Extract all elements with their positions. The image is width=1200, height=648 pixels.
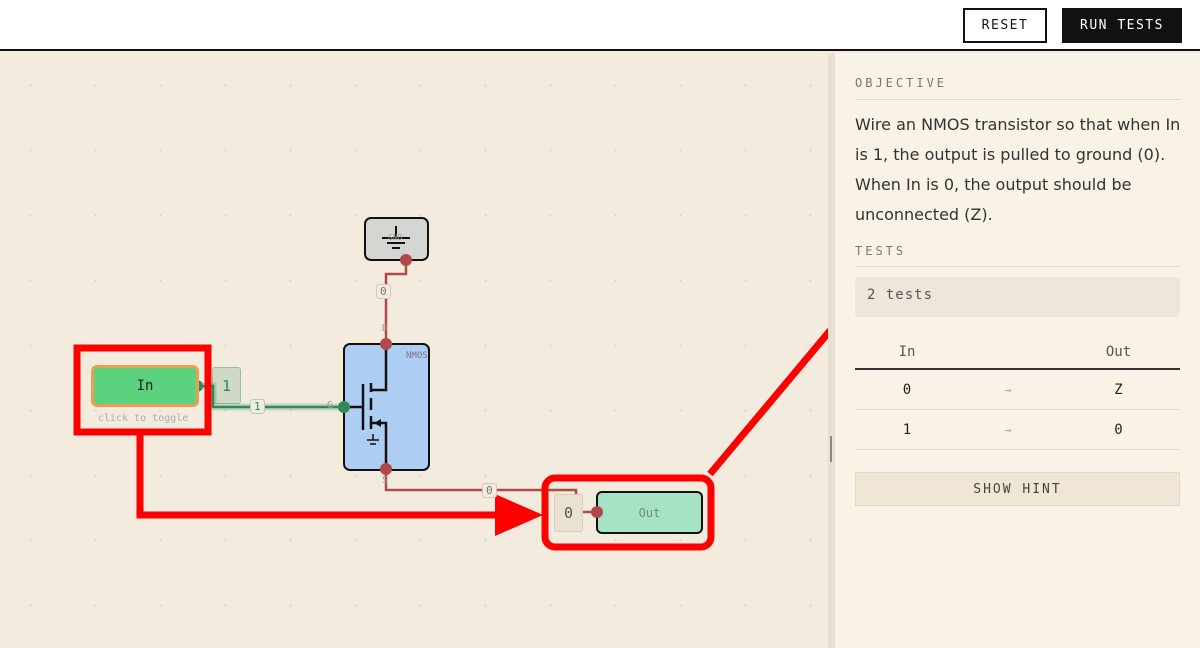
pin-g-label: G	[327, 400, 334, 411]
col-out: Out	[1105, 343, 1132, 360]
divider	[855, 99, 1180, 100]
source-pin[interactable]	[380, 463, 392, 475]
cell-out: 0	[1114, 421, 1123, 438]
side-panel: OBJECTIVE Wire an NMOS transistor so tha…	[835, 53, 1200, 648]
col-in: In	[898, 343, 916, 360]
pin-d-label: D	[382, 323, 389, 334]
input-value-badge: 1	[212, 367, 241, 404]
arrow-icon: →	[1004, 422, 1012, 437]
ground-icon	[382, 226, 410, 249]
grip-icon	[830, 436, 832, 462]
gnd-pin[interactable]	[400, 254, 412, 266]
top-bar: RESET RUN TESTS	[0, 0, 1200, 51]
gnd-label: GND	[388, 233, 403, 242]
arrow-icon: →	[1004, 382, 1012, 397]
table-row: 1 → 0	[855, 410, 1180, 450]
wire-label-gnd-drain: 0	[376, 284, 391, 299]
output-value-badge: 0	[554, 494, 583, 532]
objective-heading: OBJECTIVE	[855, 76, 948, 90]
tests-heading: TESTS	[855, 244, 907, 258]
wire-label-source-out: 0	[482, 483, 497, 498]
panel-resize-handle[interactable]	[828, 53, 835, 648]
wire-gnd-drain[interactable]	[384, 260, 408, 343]
pin-s-label: S	[382, 475, 389, 486]
truth-table: In Out 0 → Z 1 → 0	[855, 335, 1180, 450]
annotation-overlay	[73, 327, 828, 551]
show-hint-button[interactable]: SHOW HINT	[855, 472, 1180, 506]
table-row: 0 → Z	[855, 370, 1180, 410]
cell-in: 0	[902, 381, 912, 398]
cell-out: Z	[1114, 381, 1123, 398]
cell-in: 1	[902, 421, 912, 438]
objective-text: Wire an NMOS transistor so that when In …	[855, 115, 1181, 224]
run-tests-button[interactable]: RUN TESTS	[1062, 8, 1182, 43]
gate-pin[interactable]	[338, 401, 350, 413]
input-toggle-hint: click to toggle	[98, 413, 189, 424]
tests-count: 2 tests	[855, 277, 1180, 317]
wires-layer	[73, 217, 828, 551]
nmos-label: NMOS	[406, 351, 428, 361]
input-node[interactable]: In	[91, 365, 199, 407]
divider	[855, 266, 1180, 267]
table-header: In Out	[855, 335, 1180, 370]
output-node[interactable]: Out	[596, 491, 703, 534]
wire-label-in-gate: 1	[250, 399, 265, 414]
drain-pin[interactable]	[380, 338, 392, 350]
reset-button[interactable]: RESET	[963, 8, 1047, 43]
